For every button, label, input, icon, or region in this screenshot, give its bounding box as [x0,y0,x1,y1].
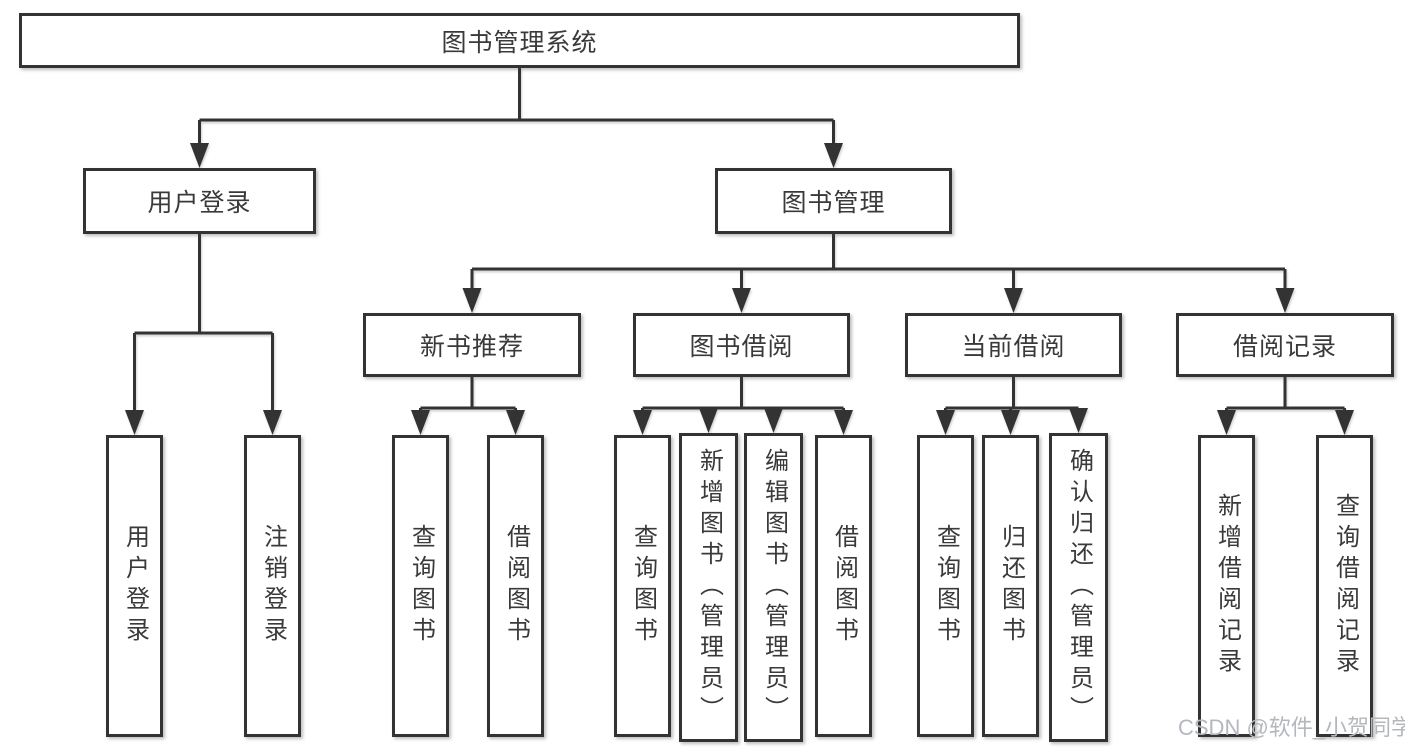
node-user-login: 用户登录 [83,168,316,234]
leaf-label: 查询借阅记录 [1331,493,1359,679]
leaf-label: 借阅图书 [502,524,530,648]
leaf-label: 用户登录 [121,524,149,648]
leaf-label: 归还图书 [997,524,1025,648]
leaf-query-borrow-record: 查询借阅记录 [1316,435,1373,737]
leaf-user-login: 用户登录 [106,435,163,737]
arrow-down-icons [125,143,1354,435]
leaf-label: 查询图书 [932,524,960,648]
leaf-label: 借阅图书 [830,524,858,648]
leaf-add-borrow-record: 新增借阅记录 [1198,435,1255,737]
node-borrowing-records: 借阅记录 [1176,313,1394,377]
leaf-edit-books-admin: 编辑图书（管理员） [744,433,803,742]
leaf-add-books-admin: 新增图书（管理员） [679,433,738,742]
leaf-borrow-books-recommend: 借阅图书 [487,435,544,737]
csdn-watermark: CSDN @软件_小贺同学 [1178,715,1405,740]
leaf-borrow-books-borrowing: 借阅图书 [815,435,872,737]
leaf-confirm-return-admin: 确认归还（管理员） [1049,433,1108,742]
node-new-book-recommendation: 新书推荐 [363,313,581,377]
leaf-query-books-recommend: 查询图书 [392,435,449,737]
node-library-management-system: 图书管理系统 [19,13,1020,68]
leaf-label: 注销登录 [259,524,287,648]
leaf-logout: 注销登录 [244,435,301,737]
leaf-return-books: 归还图书 [982,435,1039,737]
leaf-label: 查询图书 [629,524,657,648]
node-current-borrowing: 当前借阅 [905,313,1122,377]
leaf-query-books-borrowing: 查询图书 [614,435,671,737]
leaf-label: 确认归还（管理员） [1065,448,1093,727]
leaf-label: 查询图书 [407,524,435,648]
node-book-management: 图书管理 [715,168,952,234]
leaf-query-books-current: 查询图书 [917,435,974,737]
node-book-borrowing: 图书借阅 [633,313,850,377]
connector-userlogin-to-leaves [133,234,274,417]
leaf-label: 新增借阅记录 [1213,493,1241,679]
connector-root-to-level2 [198,68,835,150]
leaf-label: 新增图书（管理员） [695,448,723,727]
connector-bookmgmt-to-level3 [470,234,1287,295]
leaf-label: 编辑图书（管理员） [760,448,788,727]
connector-level3-to-leaves [419,377,1346,417]
